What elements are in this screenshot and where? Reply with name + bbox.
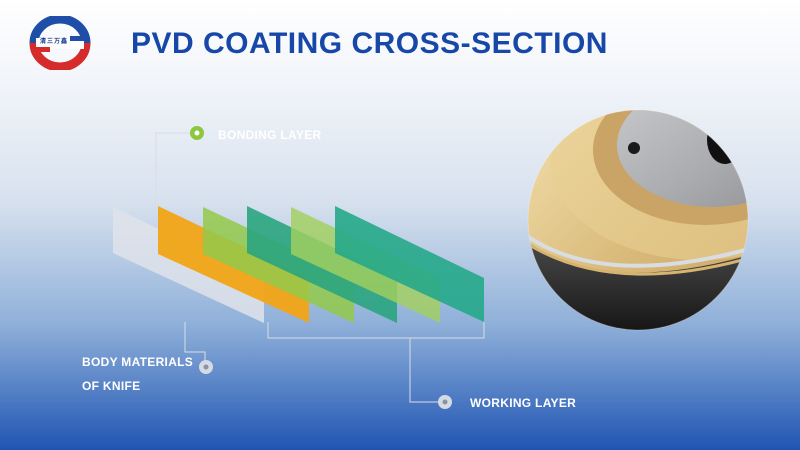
circle-dot-icon [190, 126, 204, 140]
body-connector [184, 322, 206, 365]
logo-emblem-icon [29, 16, 91, 70]
body-material-label: BODY MATERIALS OF KNIFE [82, 350, 193, 398]
working-connector [409, 338, 445, 403]
working-bracket [267, 322, 485, 339]
logo-text: 清三万鑫 [39, 39, 68, 45]
magnified-coating-image [528, 110, 748, 330]
connector-lines [155, 132, 485, 403]
body-material-label-line1: BODY MATERIALS [82, 355, 194, 369]
bonding-connector [155, 132, 197, 205]
bonding-layer-label: BONDING LAYER [218, 128, 322, 142]
layer-working-4 [335, 206, 484, 322]
circle-dot-icon [199, 360, 213, 374]
page-title: PVD COATING CROSS-SECTION [131, 27, 608, 60]
magnifier-ring [527, 109, 749, 331]
working-layer-label: WORKING LAYER [470, 396, 577, 410]
body-material-label-line2: OF KNIFE [82, 379, 141, 393]
circle-dot-icon [438, 395, 452, 409]
